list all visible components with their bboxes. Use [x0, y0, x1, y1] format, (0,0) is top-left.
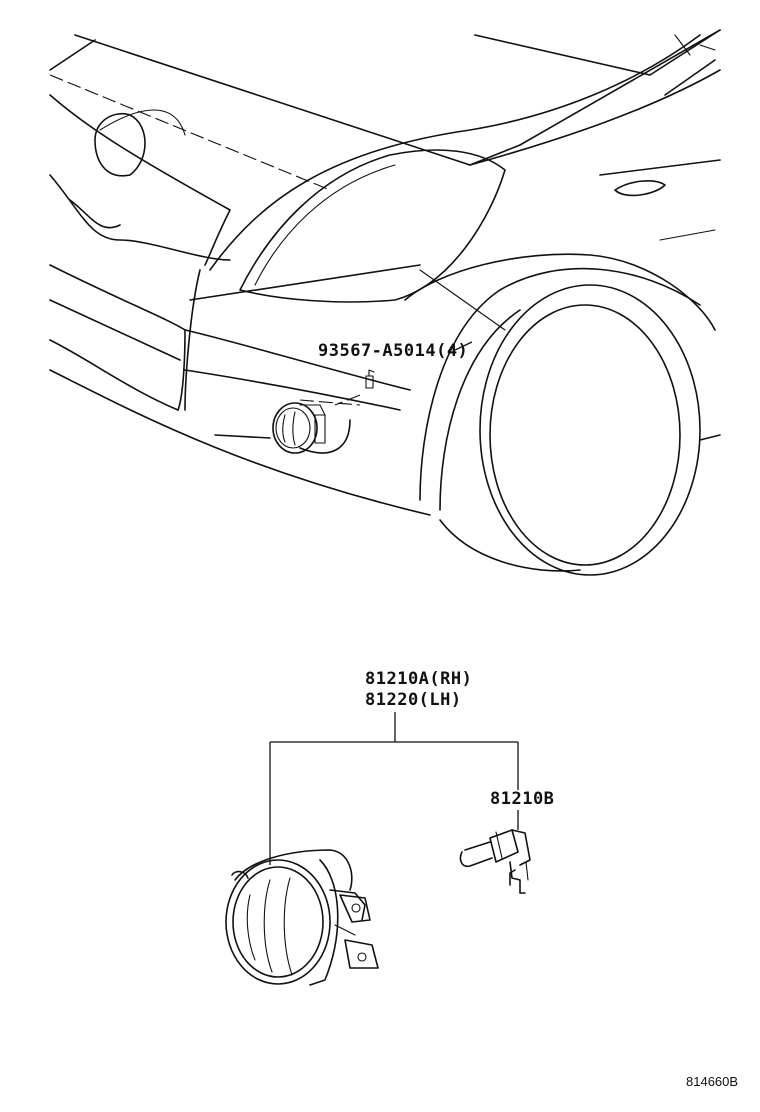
- bolt-part-number: 93567-A5014(4): [318, 341, 468, 361]
- fog-lamp-rh-part-number: 81210A(RH): [365, 669, 472, 689]
- car-front-illustration: [49, 29, 721, 576]
- bulb-part-number: 81210B: [490, 789, 554, 809]
- diagram-code: 814660B: [686, 1074, 738, 1089]
- bulb-icon: [459, 829, 531, 894]
- fog-lamp-lh-part-number: 81220(LH): [365, 690, 462, 710]
- fog-lamp-on-car: [272, 402, 326, 454]
- assembly-bracket: [269, 712, 519, 865]
- bolt-icon: [334, 369, 375, 406]
- fog-lamp-assembly: [225, 849, 379, 986]
- bolt-leader: [454, 341, 473, 351]
